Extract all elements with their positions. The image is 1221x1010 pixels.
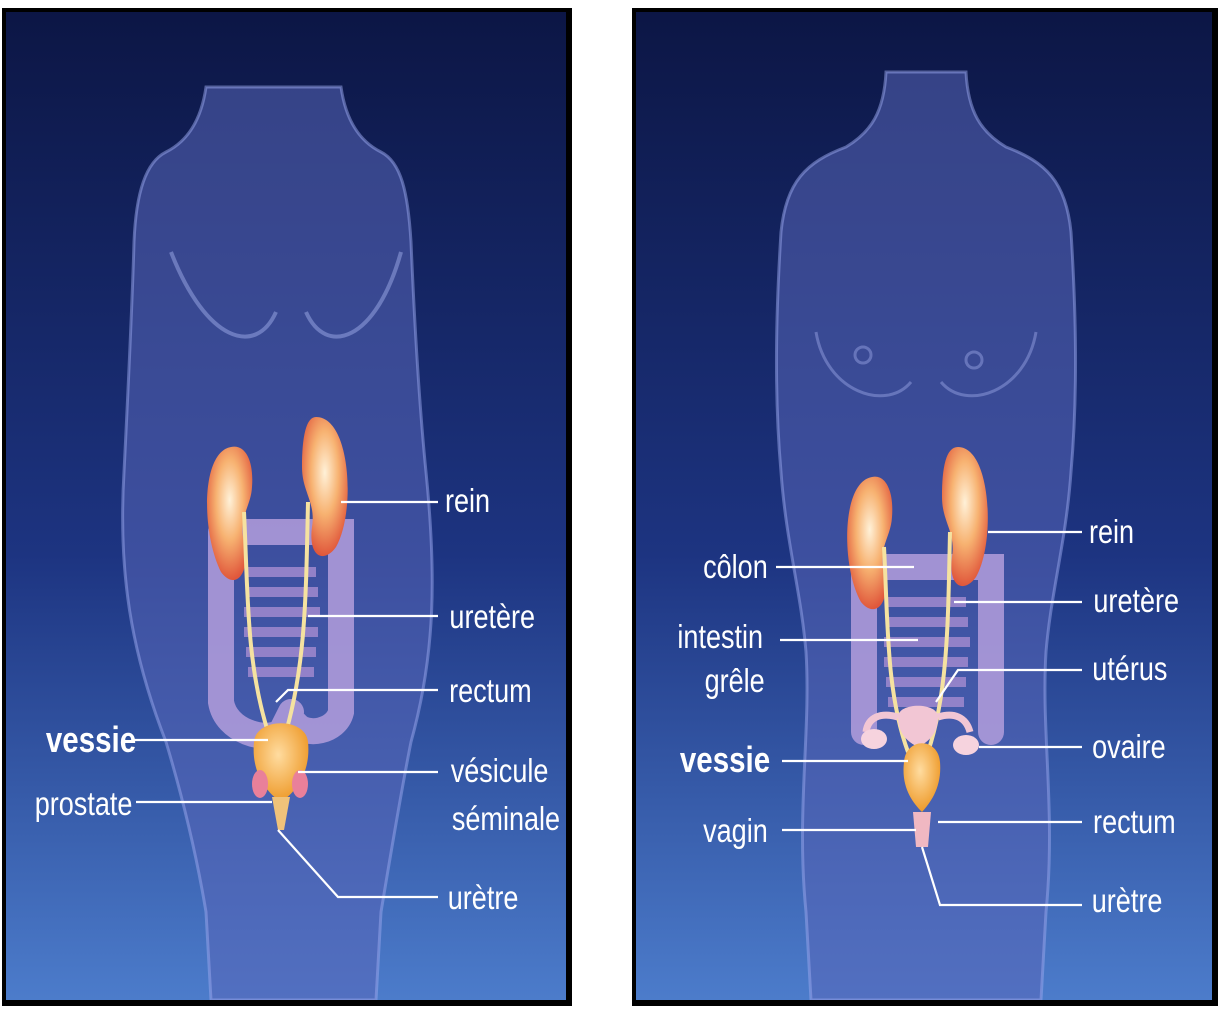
label-uretere: uretère (1093, 584, 1179, 620)
label-vessie: vessie (680, 739, 770, 779)
label-uretre: urètre (1092, 884, 1163, 920)
label-rein: rein (1089, 515, 1134, 551)
label-rein: rein (445, 484, 490, 520)
label-uretere: uretère (449, 600, 535, 636)
label-intestin-line2: grêle (705, 664, 765, 700)
label-colon: côlon (703, 550, 768, 586)
female-anatomy-figure: rein uretère utérus ovaire rectum urètre… (636, 12, 1212, 1000)
label-prostate: prostate (35, 787, 133, 823)
label-uretre: urètre (448, 881, 519, 917)
label-vesicule-line1: vésicule (451, 754, 549, 790)
label-uterus: utérus (1092, 652, 1167, 688)
label-rectum: rectum (449, 674, 532, 710)
female-anatomy-panel: rein uretère utérus ovaire rectum urètre… (632, 8, 1218, 1006)
male-anatomy-figure: rein uretère rectum vésicule séminale ur… (6, 12, 566, 1000)
label-vagin: vagin (703, 814, 768, 850)
male-anatomy-panel: rein uretère rectum vésicule séminale ur… (2, 8, 572, 1006)
label-vesicule-line2: séminale (452, 802, 560, 838)
label-ovaire: ovaire (1092, 730, 1166, 766)
label-intestin-line1: intestin (677, 620, 763, 656)
label-rectum: rectum (1093, 805, 1176, 841)
label-vessie: vessie (46, 719, 136, 759)
